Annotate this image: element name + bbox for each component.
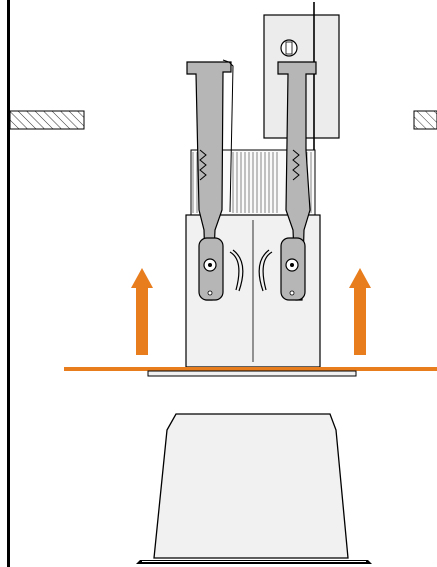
hatched-joist-left — [9, 110, 85, 130]
spring-clip-left — [186, 59, 244, 301]
wall — [7, 0, 10, 567]
hatched-joist-right — [413, 110, 437, 130]
trim-ring — [147, 370, 357, 377]
push-up-arrow-left — [131, 268, 153, 355]
reflector-cup — [136, 413, 372, 564]
push-up-arrow-right — [349, 268, 371, 355]
spring-clip-right — [258, 61, 317, 301]
ceiling-panel — [64, 367, 437, 371]
